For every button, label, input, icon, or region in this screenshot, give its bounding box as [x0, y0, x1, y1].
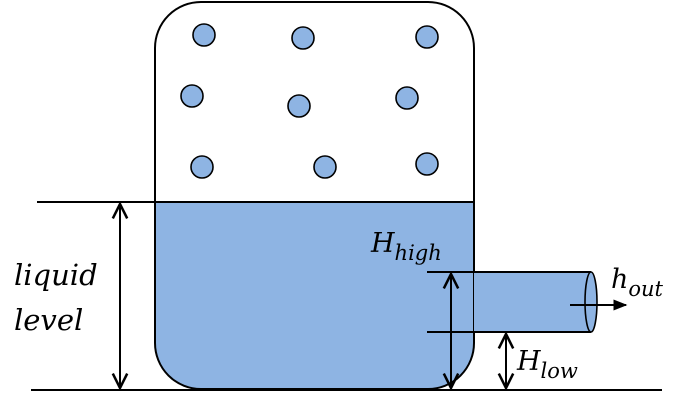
liquid-level-label-1: liquid [14, 258, 98, 292]
h-out-label: hout [611, 264, 664, 301]
bubble [291, 26, 315, 50]
outlet-pipe [427, 271, 628, 333]
h-low-label: Hlow [516, 346, 578, 383]
pipe-body [474, 272, 591, 332]
h-high-label: Hhigh [370, 228, 442, 265]
gas-bubbles [180, 23, 439, 179]
liquid-level-label-2: level [14, 303, 83, 337]
pipe-end [584, 271, 598, 333]
liquid-fill [155, 202, 474, 389]
bubble [287, 94, 311, 118]
bubble [192, 23, 216, 47]
bubble [395, 86, 419, 110]
bubble [313, 155, 337, 179]
bubble [415, 152, 439, 176]
bubble [415, 25, 439, 49]
bubble [190, 155, 214, 179]
tank [154, 1, 475, 390]
bubble [180, 84, 204, 108]
